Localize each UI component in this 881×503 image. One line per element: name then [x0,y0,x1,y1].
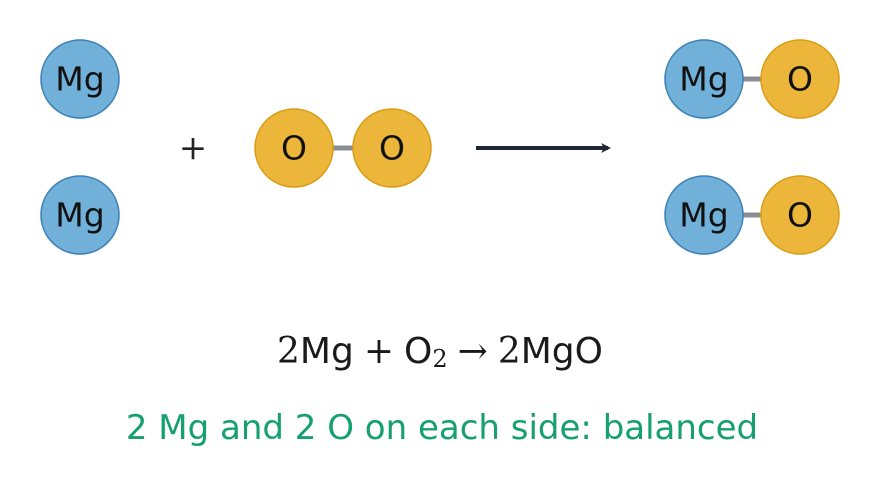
product-mgo-molecule-1: Mg O [664,39,840,119]
mg-atom-label: Mg [679,60,728,99]
equation-o: O [404,331,432,372]
o-atom-label: O [379,129,405,168]
mg-atom-circle [40,175,120,255]
balanced-status-note: 2 Mg and 2 O on each side: balanced [126,408,758,448]
mg-atom-label: Mg [679,196,728,235]
o-atom-label: O [787,196,813,235]
mg-atom-label: Mg [55,196,104,235]
mg-atom-label: Mg [55,60,104,99]
o-atom-circle [254,108,334,188]
equation-coefficient: 2 [498,331,521,372]
reactant-mg-atom-2: Mg [40,175,120,255]
equation-coefficient: 2 [277,331,300,372]
equation-product: MgO [521,331,603,372]
mg-atom-circle [40,39,120,119]
equation-o-subscript: 2 [432,345,447,373]
chemical-equation: 2Mg+O2→2MgO [277,331,603,374]
mg-atom-circle [664,175,744,255]
o-atom-label: O [281,129,307,168]
o-atom-label: O [787,60,813,99]
product-mgo-molecule-2: Mg O [664,175,840,255]
o-atom-circle [760,39,840,119]
mg-atom-circle [664,39,744,119]
equation-arrow: → [458,331,488,372]
reactant-o2-molecule: O O [254,108,432,188]
equation-plus: + [364,331,394,372]
equation-mg: Mg [300,331,354,372]
o-atom-circle [352,108,432,188]
reactant-mg-atom-1: Mg [40,39,120,119]
o-atom-circle [760,175,840,255]
reactant-plus-sign: + [179,128,208,168]
